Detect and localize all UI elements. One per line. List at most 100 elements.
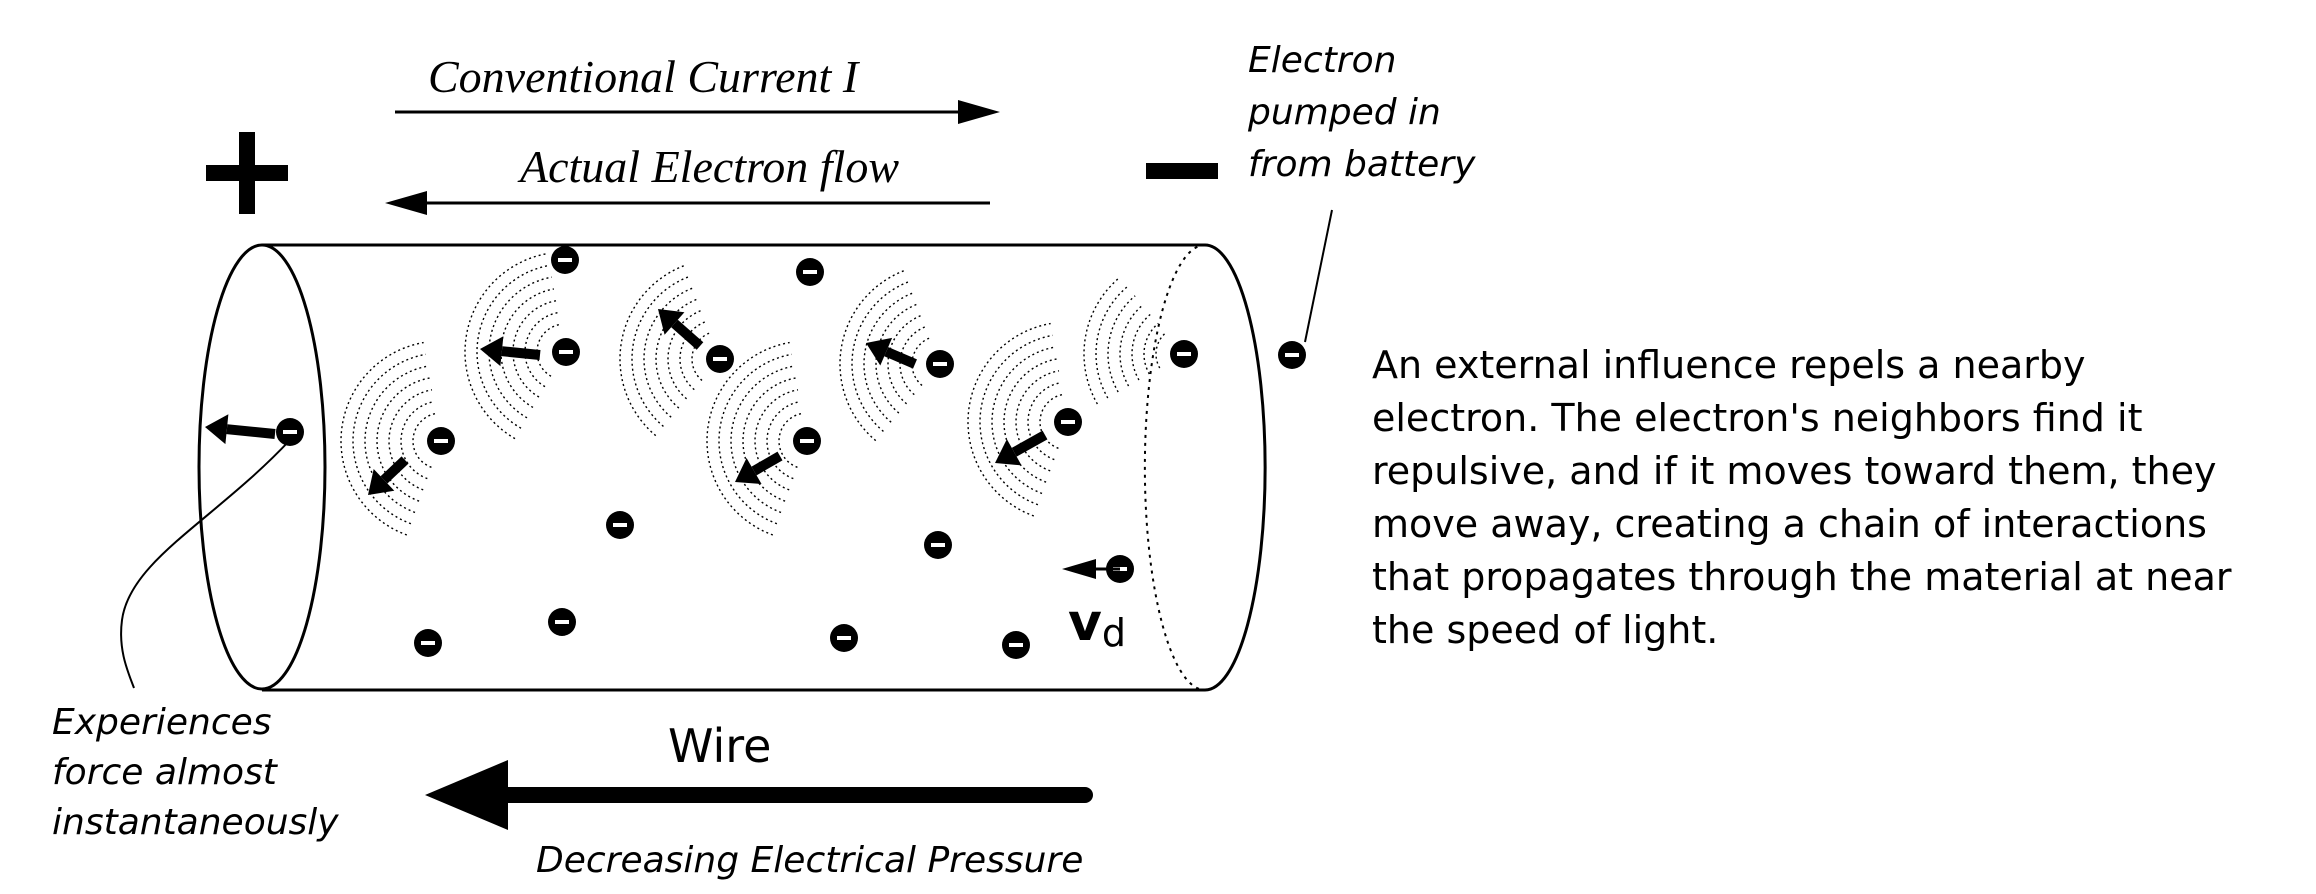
wave-arc [364, 365, 428, 514]
electron [606, 511, 634, 539]
electron [1054, 408, 1082, 436]
wave-arc [778, 412, 803, 468]
electron [1278, 341, 1306, 369]
electron-arrow-shaft [226, 424, 276, 439]
wave-arc [352, 353, 426, 525]
wave-arc [1107, 295, 1136, 393]
wave-arc [1131, 313, 1152, 381]
plus-sign [206, 132, 288, 214]
electron [706, 345, 734, 373]
wave-arc [1095, 286, 1128, 399]
wave-arc [643, 286, 695, 418]
electron-arrow-shaft [380, 456, 409, 484]
conventional-current-label: Conventional Current I [428, 51, 861, 102]
electron-minus-mark [933, 362, 947, 366]
electron [793, 427, 821, 455]
wave-arc [863, 291, 915, 423]
wave-arc [766, 400, 801, 480]
electron-minus-mark [558, 258, 572, 262]
wire-left-end [197, 243, 327, 691]
electron-minus-mark [434, 439, 448, 443]
wave-arc [655, 298, 699, 409]
wave-arc [706, 341, 790, 536]
wave-arc [679, 320, 707, 391]
wave-arc [340, 341, 424, 536]
caption-text: An external influence repels a nearby el… [1372, 343, 2244, 652]
drift-arrow [1062, 559, 1120, 579]
electron-arrow-shaft [884, 347, 917, 369]
wave-arc [488, 276, 552, 419]
wave-arc [851, 280, 911, 432]
electron [427, 427, 455, 455]
electron [924, 531, 952, 559]
wave-arc [631, 275, 691, 427]
electron-minus-mark [1009, 643, 1023, 647]
electron-minus-mark [1285, 353, 1299, 357]
electron [1002, 631, 1030, 659]
electron-minus-mark [283, 430, 297, 434]
wave-arc [1039, 393, 1064, 449]
electron-minus-mark [713, 357, 727, 361]
wave-arc [1155, 332, 1167, 369]
electron-arrow-shaft [1011, 430, 1048, 457]
electron [414, 629, 442, 657]
wave-arc [730, 365, 794, 514]
electron-minus-mark [555, 620, 569, 624]
electron [1170, 340, 1198, 368]
electron-flow-arrow [385, 191, 990, 215]
electron-arrow-shaft [751, 451, 783, 476]
wire-cylinder [197, 243, 1267, 692]
wave-arc [691, 332, 711, 381]
wire-label: Wire [668, 719, 771, 773]
wave-arc [979, 334, 1053, 506]
electron-arrow-head [735, 458, 762, 484]
electron-minus-mark [931, 543, 945, 547]
wave-arc [464, 252, 548, 440]
electron-minus-mark [1177, 352, 1191, 356]
wave-arc [400, 400, 435, 480]
pumped-pointer-line [1304, 209, 1333, 343]
wave-arc [1119, 304, 1144, 387]
electron-arrow-head [480, 336, 504, 367]
electron-arrow-head [995, 439, 1022, 466]
wave-arc [1027, 381, 1062, 461]
electron-arrow-shaft [671, 319, 704, 350]
wave-arc [991, 346, 1055, 495]
electron-minus-mark [1061, 420, 1075, 424]
electron-minus-mark [613, 523, 627, 527]
electron [551, 246, 579, 274]
electron-arrow-head [205, 414, 229, 445]
electron-minus-mark [559, 350, 573, 354]
minus-sign [1146, 163, 1218, 179]
electron [830, 624, 858, 652]
electron [552, 338, 580, 366]
experiences-pointer-curve [120, 439, 291, 689]
pumped-in-label: Electron pumped in from battery [1247, 40, 1476, 185]
conventional-current-arrow [395, 100, 1000, 124]
electron [548, 608, 576, 636]
wave-arc [476, 264, 550, 429]
electron [276, 418, 304, 446]
decreasing-pressure-label: Decreasing Electrical Pressure [536, 840, 1083, 881]
electron-arrow-shaft [501, 346, 541, 360]
wave-arc [718, 353, 792, 525]
repulsion-waves [340, 252, 1167, 536]
electron-arrow-head [368, 468, 395, 495]
electron-motion-arrows [205, 309, 1048, 495]
actual-electron-flow-label: Actual Electron flow [517, 141, 899, 192]
electron-minus-mark [803, 270, 817, 274]
experiences-label: Experiences force almost instantaneously [52, 702, 339, 843]
drift-velocity-label: vd [1068, 593, 1126, 655]
wave-arc [619, 264, 687, 437]
wave-arc [412, 412, 437, 468]
electrons [276, 246, 1306, 659]
wave-arc [500, 288, 555, 409]
electron-minus-mark [421, 641, 435, 645]
wave-arc [1143, 322, 1159, 375]
electron-arrow-head [866, 337, 893, 366]
electron-minus-mark [800, 439, 814, 443]
electron [796, 258, 824, 286]
electron [926, 350, 954, 378]
wave-arc [1083, 276, 1121, 405]
